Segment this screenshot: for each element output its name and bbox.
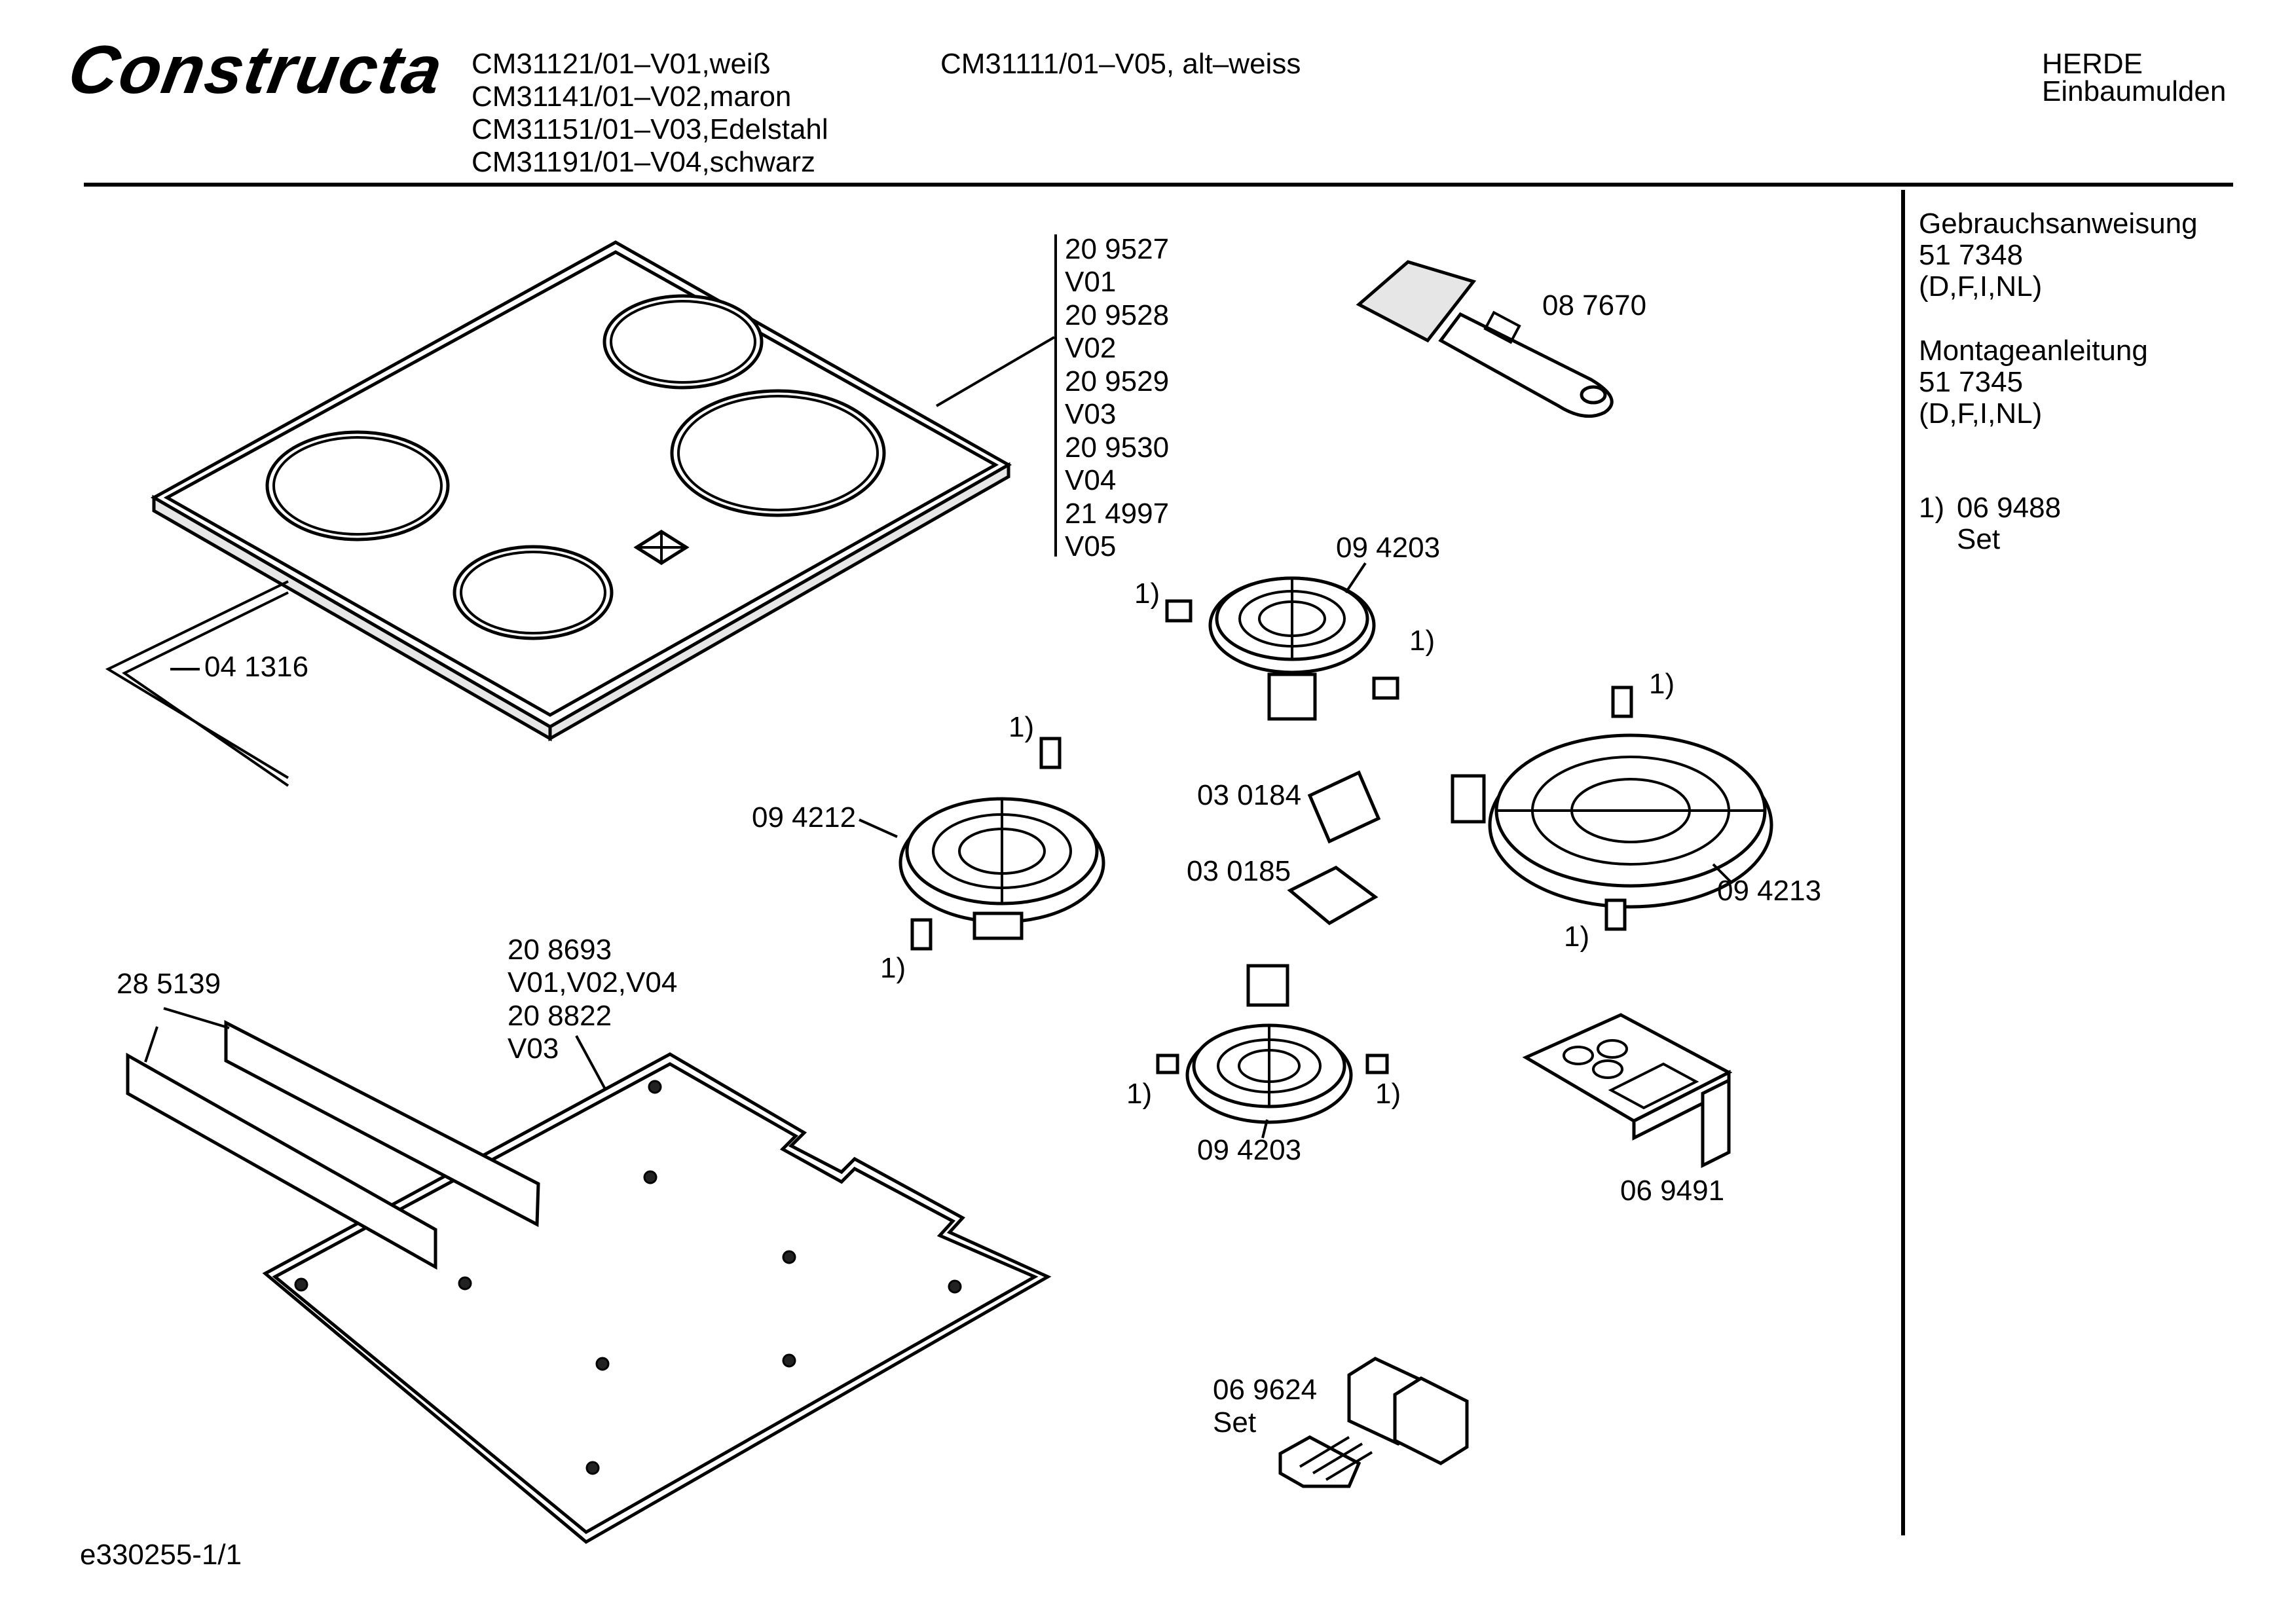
manual-number: 51 7348 <box>1919 239 2024 271</box>
heater-small-bottom-drawing <box>1185 964 1353 1139</box>
install-title: Montageanleitung <box>1919 335 2148 367</box>
heater-small-bottom-label: 09 4203 <box>1197 1134 1302 1166</box>
base-plate-variant-1: V01,V02,V04 <box>508 966 678 998</box>
install-number: 51 7345 <box>1919 366 2024 398</box>
brand-logo: Constructa <box>63 32 449 108</box>
connector-set-suffix: Set <box>1213 1406 1257 1438</box>
footnote-ref-8: 1) <box>1375 1078 1401 1110</box>
scraper-label: 08 7670 <box>1542 289 1647 321</box>
category-einbaumulden: Einbaumulden <box>2042 75 2227 107</box>
seal-label: 04 1316 <box>204 651 309 683</box>
model-variant-1: CM31121/01–V01,weiß <box>472 48 771 80</box>
glass-top-part-4: 20 9530 <box>1065 431 1170 464</box>
terminal-block-label: 03 0184 <box>1197 779 1302 811</box>
glass-top-part-1: 20 9527 <box>1065 233 1170 265</box>
thermostat-clips-drawing <box>910 599 1633 1074</box>
glass-top-part-5: 21 4997 <box>1065 498 1170 530</box>
footnote-ref-6: 1) <box>1564 921 1590 953</box>
heater-small-top-label: 09 4203 <box>1336 532 1441 564</box>
model-variant-3: CM31151/01–V03,Edelstahl <box>472 113 828 145</box>
heater-medium-drawing <box>859 797 1105 940</box>
base-plate-variant-2: V03 <box>508 1033 559 1065</box>
scraper-drawing <box>1356 260 1614 418</box>
footnote-set: Set <box>1957 523 2001 555</box>
glass-top-variant-3: V03 <box>1065 398 1117 430</box>
glass-top-part-2: 20 9528 <box>1065 299 1170 331</box>
heater-medium-label: 09 4212 <box>752 801 857 833</box>
glass-top-variant-2: V02 <box>1065 332 1117 364</box>
control-panel-drawing <box>1522 1013 1733 1169</box>
category-herde: HERDE <box>2042 48 2143 80</box>
model-variant-5: CM31111/01–V05, alt–weiss <box>940 48 1301 80</box>
glass-top-variant-4: V04 <box>1065 464 1117 496</box>
heater-small-top-drawing <box>1208 562 1376 721</box>
model-variant-2: CM31141/01–V02,maron <box>472 81 792 113</box>
heater-large-drawing <box>1451 733 1773 909</box>
terminal-block-drawing <box>1287 770 1381 926</box>
manual-title: Gebrauchsanweisung <box>1919 208 2198 240</box>
base-plate-part-1: 20 8693 <box>508 934 612 966</box>
glass-top-part-3: 20 9529 <box>1065 365 1170 397</box>
footnote-ref-1: 1) <box>1134 577 1160 610</box>
glass-top-variant-1: V01 <box>1065 266 1117 298</box>
glass-cooktop-drawing <box>150 234 1057 742</box>
rails-label: 28 5139 <box>117 968 221 1000</box>
base-plate-part-2: 20 8822 <box>508 1000 612 1032</box>
connector-set-part: 06 9624 <box>1213 1374 1318 1406</box>
mounting-rails-drawing <box>126 1007 540 1270</box>
footnote-ref-5: 1) <box>880 952 906 984</box>
control-panel-label: 06 9491 <box>1620 1175 1725 1207</box>
footnote-ref-2: 1) <box>1409 625 1435 657</box>
footnote-number: 06 9488 <box>1957 492 2062 524</box>
connector-set-drawing <box>1278 1357 1469 1488</box>
document-id: e330255-1/1 <box>80 1539 242 1571</box>
heater-large-label: 09 4213 <box>1717 875 1822 907</box>
install-languages: (D,F,I,NL) <box>1919 397 2043 430</box>
footnote-ref-3: 1) <box>1649 668 1675 700</box>
footnote-ref-7: 1) <box>1126 1078 1153 1110</box>
terminal-cover-label: 03 0185 <box>1187 855 1291 887</box>
footnote-mark: 1) <box>1919 492 1945 524</box>
seal-strip-drawing <box>105 580 289 787</box>
model-variant-4: CM31191/01–V04,schwarz <box>472 146 816 178</box>
manual-languages: (D,F,I,NL) <box>1919 270 2043 302</box>
footnote-ref-4: 1) <box>1009 711 1035 743</box>
glass-top-variant-5: V05 <box>1065 530 1117 562</box>
